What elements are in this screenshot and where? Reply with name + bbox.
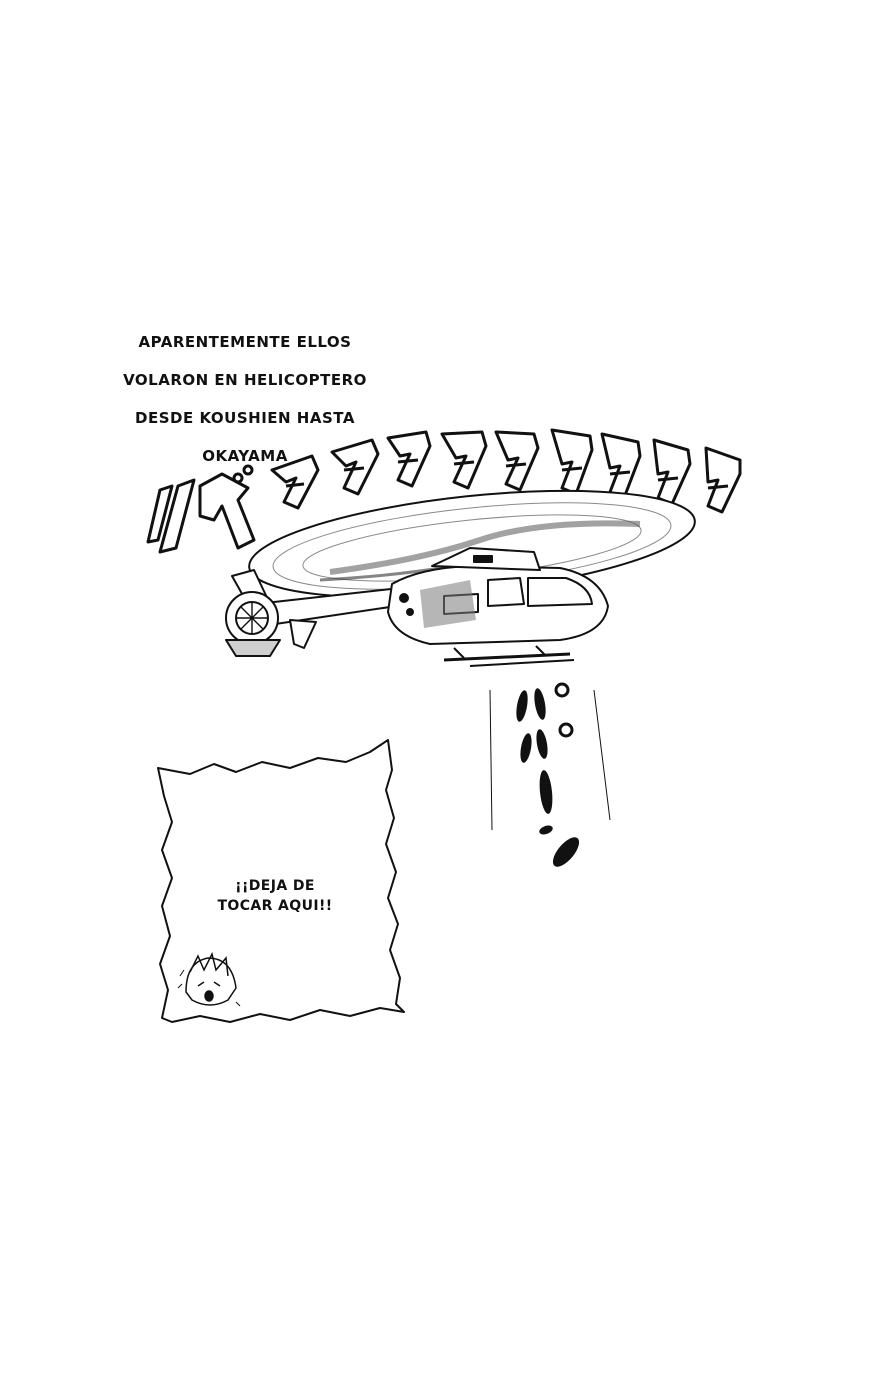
narration-line: APARENTEMENTE ELLOS [138,333,352,351]
drop-sound-effect [489,682,611,867]
speech-bubble [157,739,405,1023]
ta-glyph [704,446,742,514]
helicopter [225,547,609,667]
ta-glyph [330,438,380,496]
ta-glyph [386,430,432,488]
ta-glyph [600,432,642,500]
narration-line: VOLARON EN HELICOPTERO [123,371,367,389]
ta-glyph [270,454,320,510]
chibi-face [177,951,241,1007]
speech-line: TOCAR AQUI!! [217,898,333,914]
rotor-sound-effect [146,428,742,554]
speech-line: ¡¡DEJA DE [235,878,315,894]
ta-glyph [550,428,594,496]
speech-bubble-text: ¡¡DEJA DE TOCAR AQUI!! [195,876,355,916]
ta-glyph [652,438,692,506]
narration-caption: APARENTEMENTE ELLOS VOLARON EN HELICOPTE… [100,314,390,485]
ta-glyph [494,430,540,492]
narration-line: DESDE KOUSHIEN HASTA [135,409,355,427]
narration-line: OKAYAMA [202,447,288,465]
ta-glyph [440,430,488,490]
